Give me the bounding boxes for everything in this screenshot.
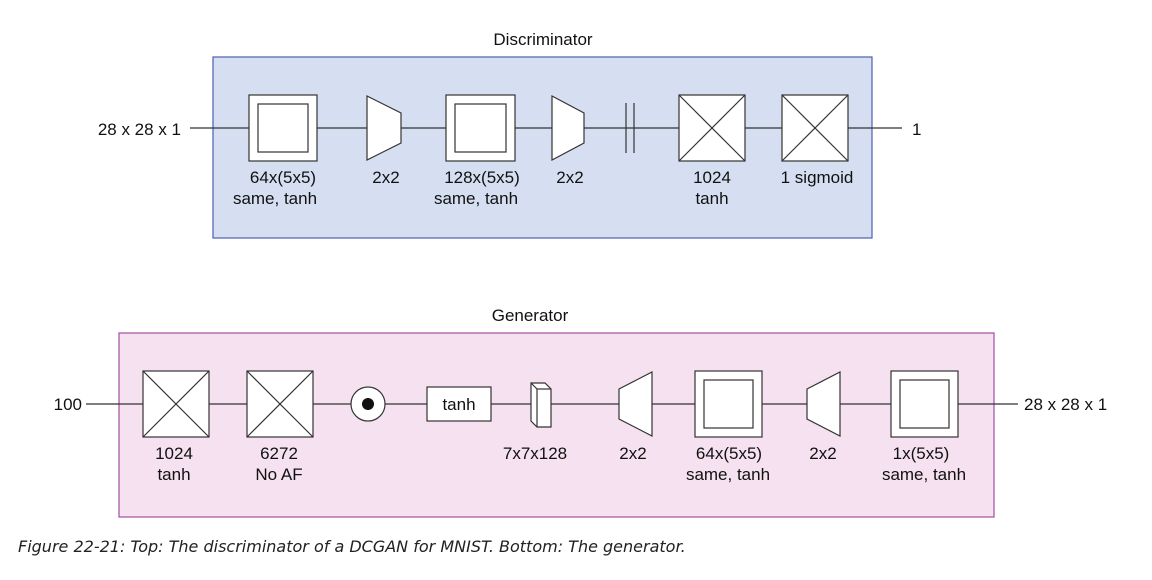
generator-output-label: 28 x 28 x 1 xyxy=(1024,395,1107,414)
generator-activation-layer: tanh xyxy=(426,386,492,422)
discriminator-conv-layer-1: 64x(5x5) same, tanh xyxy=(233,94,318,208)
generator-upsample-2-size: 2x2 xyxy=(809,444,836,463)
generator-title: Generator xyxy=(492,306,569,325)
generator-dense-2-units: 6272 xyxy=(260,444,298,463)
discriminator-input-label: 28 x 28 x 1 xyxy=(98,120,181,139)
generator-batchnorm-symbol xyxy=(350,386,386,422)
generator-dense-1-activation: tanh xyxy=(157,465,190,484)
generator-dense-1-units: 1024 xyxy=(155,444,193,463)
generator-conv-1-filters: 64x(5x5) xyxy=(696,444,762,463)
discriminator-dense-layer-2: 1 sigmoid xyxy=(781,94,854,187)
discriminator-conv-1-filters: 64x(5x5) xyxy=(250,168,316,187)
discriminator-pool-1-size: 2x2 xyxy=(372,168,399,187)
generator-input-label: 100 xyxy=(54,395,82,414)
generator-upsample-layer-2: 2x2 xyxy=(806,371,841,463)
discriminator-dense-2-label: 1 sigmoid xyxy=(781,168,854,187)
generator-conv-layer-1: 64x(5x5) same, tanh xyxy=(686,370,770,484)
generator-conv-1-activation: same, tanh xyxy=(686,465,770,484)
discriminator-pool-layer-2: 2x2 xyxy=(551,95,585,187)
discriminator-flatten-symbol xyxy=(625,103,635,153)
generator-activation-label: tanh xyxy=(442,395,475,414)
generator-reshape-icon: 7x7x128 xyxy=(503,382,567,463)
generator-upsample-1-size: 2x2 xyxy=(619,444,646,463)
discriminator-output-label: 1 xyxy=(912,120,921,139)
generator-dense-2-activation: No AF xyxy=(255,465,302,484)
discriminator-panel: Discriminator 28 x 28 x 1 1 64x(5x5) sam… xyxy=(98,30,921,239)
discriminator-title: Discriminator xyxy=(493,30,593,49)
discriminator-pool-2-size: 2x2 xyxy=(556,168,583,187)
discriminator-dense-1-activation: tanh xyxy=(695,189,728,208)
discriminator-conv-2-activation: same, tanh xyxy=(434,189,518,208)
generator-dense-layer-2: 6272 No AF xyxy=(246,370,314,484)
discriminator-conv-1-activation: same, tanh xyxy=(233,189,317,208)
generator-upsample-layer-1: 2x2 xyxy=(618,371,653,463)
discriminator-dense-layer-1: 1024 tanh xyxy=(678,94,746,208)
generator-conv-2-activation: same, tanh xyxy=(882,465,966,484)
generator-reshape-shape: 7x7x128 xyxy=(503,444,567,463)
generator-dense-layer-1: 1024 tanh xyxy=(142,370,210,484)
discriminator-pool-layer-1: 2x2 xyxy=(366,95,402,187)
dcgan-diagram: Discriminator 28 x 28 x 1 1 64x(5x5) sam… xyxy=(54,30,1107,518)
generator-conv-layer-2: 1x(5x5) same, tanh xyxy=(882,370,966,484)
discriminator-box xyxy=(212,56,873,239)
figure-caption: Figure 22-21: Top: The discriminator of … xyxy=(18,537,686,556)
discriminator-conv-2-filters: 128x(5x5) xyxy=(444,168,520,187)
generator-conv-2-filters: 1x(5x5) xyxy=(893,444,950,463)
discriminator-dense-1-units: 1024 xyxy=(693,168,731,187)
generator-panel: Generator 100 28 x 28 x 1 1024 tanh xyxy=(54,306,1107,518)
discriminator-conv-layer-2: 128x(5x5) same, tanh xyxy=(434,94,520,208)
